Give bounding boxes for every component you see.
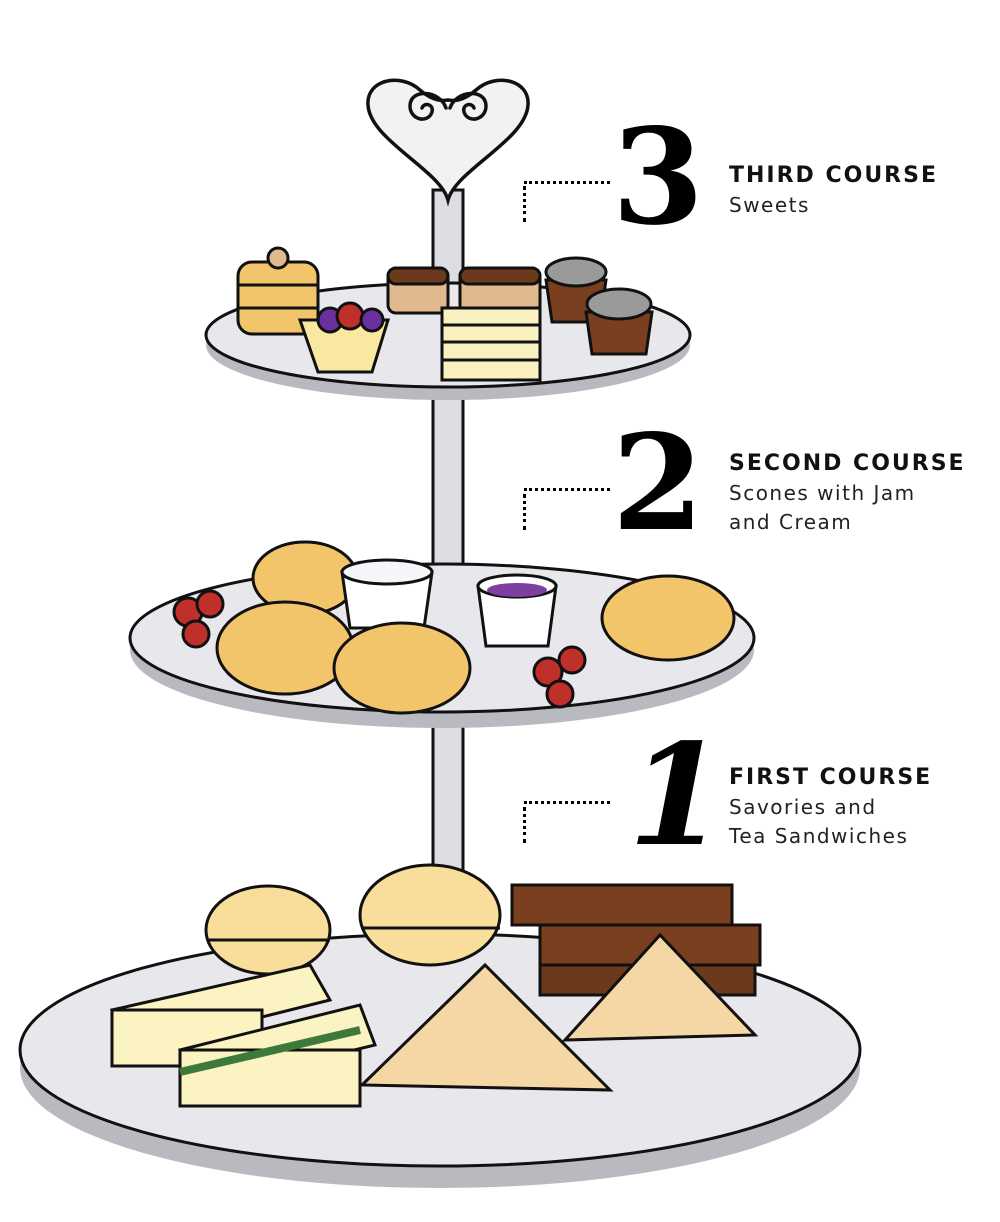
top-tier-sweets <box>236 246 654 382</box>
course-numeral-third: 3 <box>612 100 704 255</box>
course-desc-third-line1: Sweets <box>729 193 810 217</box>
bottom-tier-sandwiches <box>109 863 762 1108</box>
course-title-third: THIRD COURSE <box>729 163 938 188</box>
leader-line-third-vertical <box>523 186 529 222</box>
course-title-second: SECOND COURSE <box>729 451 966 476</box>
course-numeral-second: 2 <box>612 406 704 561</box>
leader-line-first <box>524 801 610 807</box>
leader-line-second <box>524 488 610 494</box>
leader-line-first-vertical <box>523 807 529 843</box>
heart-handle-icon <box>366 78 530 207</box>
course-numeral-first: 1 <box>628 714 726 878</box>
leader-line-third <box>524 181 610 187</box>
course-desc-first-line2: Tea Sandwiches <box>729 824 909 848</box>
course-desc-second-line2: and Cream <box>729 510 853 534</box>
middle-tier-scones <box>172 540 736 715</box>
course-desc-first-line1: Savories and <box>729 795 877 819</box>
course-desc-second-line1: Scones with Jam <box>729 481 916 505</box>
leader-line-second-vertical <box>523 494 529 530</box>
course-title-first: FIRST COURSE <box>729 765 933 790</box>
